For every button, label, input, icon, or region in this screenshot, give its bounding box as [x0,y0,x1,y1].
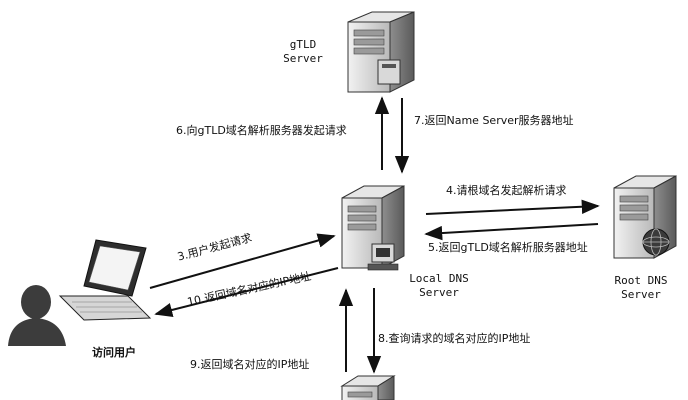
root-dns-server-label: Root DNS Server [604,274,678,302]
gtld-server-icon [347,11,415,93]
root-dns-server-label-line1: Root DNS [614,274,668,287]
step7-label: 7.返回Name Server服务器地址 [414,114,574,127]
root-dns-server-label-line2: Server [621,288,661,301]
step6-label: 6.向gTLD域名解析服务器发起请求 [176,124,347,137]
gtld-server-label-line1: gTLD [289,38,317,51]
gtld-server-label: gTLD Server [276,38,330,66]
step9-label: 9.返回域名对应的IP地址 [190,358,310,371]
local-dns-server-icon [341,185,405,271]
local-dns-server-label-line2: Server [419,286,459,299]
local-dns-server-label: Local DNS Server [400,272,478,300]
root-dns-server-icon [613,175,677,259]
step4-label: 4.请根域名发起解析请求 [446,184,567,197]
authoritative-server-icon [340,375,396,400]
user-label: 访问用户 [92,346,136,359]
step5-label: 5.返回gTLD域名解析服务器地址 [428,241,588,254]
arrow-step10 [154,267,339,318]
arrow-step3 [149,233,336,289]
gtld-server-label-line2: Server [283,52,323,65]
arrow-step4 [425,199,600,215]
laptop-icon [58,239,152,321]
step8-label: 8.查询请求的域名对应的IP地址 [378,332,531,345]
local-dns-server-label-line1: Local DNS [409,272,469,285]
user-person-icon [8,285,66,346]
arrow-step5 [424,223,599,241]
